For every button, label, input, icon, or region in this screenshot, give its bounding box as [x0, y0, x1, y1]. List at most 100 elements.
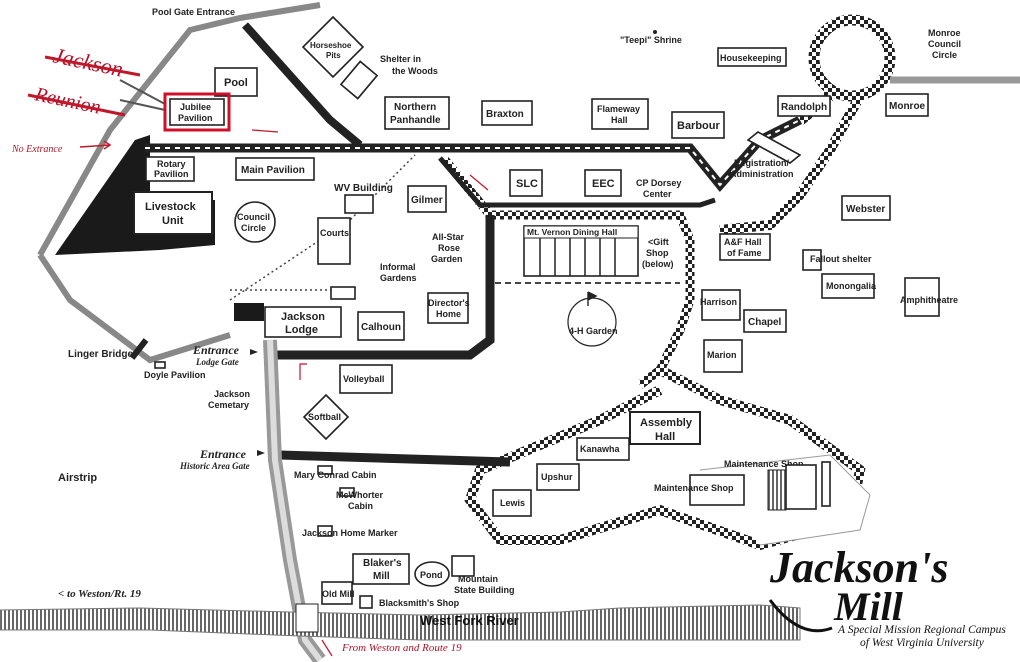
entrance-lodge-arrow	[250, 349, 258, 355]
allstar-label-3: Garden	[431, 254, 463, 264]
chapel-building	[743, 309, 787, 333]
directors-label-2: Home	[436, 309, 461, 319]
pool-gate-label: Pool Gate Entrance	[152, 7, 235, 17]
monroe-council-label-1: Monroe	[928, 28, 961, 38]
softball-field	[302, 393, 350, 441]
mountain-label-1: Mountain	[458, 574, 498, 584]
gilmer-label: Gilmer	[411, 195, 443, 206]
entrance-lodge-sub: Lodge Gate	[195, 357, 239, 367]
mt-vernon-wings	[539, 238, 616, 276]
upshur-building	[536, 463, 580, 491]
registration-label-1: Registration/	[734, 158, 790, 168]
jackson-lodge-label-1: Jackson	[281, 311, 325, 323]
entrance-historic-label: Entrance	[199, 447, 247, 461]
assembly-hall-building	[629, 411, 701, 445]
informal-label-1: Informal	[380, 262, 416, 272]
jubilee-label-1: Jubilee	[180, 102, 211, 112]
main-pavilion-label: Main Pavilion	[241, 165, 305, 176]
flameway-label-1: Flameway	[597, 104, 640, 114]
rotary-label-1: Rotary	[157, 159, 186, 169]
jubilee-pavilion-building	[169, 98, 225, 126]
blakers-label-2: Mill	[373, 571, 390, 582]
randolph-label: Randolph	[781, 102, 827, 113]
allstar-label-1: All-Star	[432, 232, 465, 242]
jackson-lodge-building	[264, 306, 342, 338]
title-swash	[768, 599, 833, 633]
housekeeping-label: Housekeeping	[720, 53, 782, 63]
chapel-label: Chapel	[748, 317, 782, 328]
title-line-2: Mill	[833, 584, 904, 629]
pool-building	[214, 67, 258, 97]
jubilee-label-2: Pavilion	[178, 113, 213, 123]
housekeeping-building	[717, 47, 787, 67]
monongalia-building	[821, 273, 875, 299]
rotary-pavilion-building	[145, 156, 195, 182]
af-hall-label-2: of Fame	[727, 248, 762, 258]
mcwhorter-cabin	[339, 487, 355, 497]
harrison-label: Harrison	[700, 297, 737, 307]
handwritten-jackson: Jackson	[51, 42, 126, 81]
title-block: Jackson's Mill A Special Mission Regiona…	[768, 543, 1006, 649]
from-weston-note: From Weston and Route 19	[341, 642, 462, 654]
river: West Fork River	[0, 603, 801, 641]
livestock-unit-building	[133, 191, 213, 235]
handwritten-reunion: Reunion	[32, 83, 103, 119]
gift-shop-label-2: Shop	[646, 248, 669, 258]
braxton-building	[481, 100, 533, 126]
calhoun-label: Calhoun	[361, 322, 401, 333]
main-pavilion-building	[235, 157, 315, 181]
maint-shed-1	[785, 464, 817, 510]
volleyball-building	[339, 364, 393, 394]
map-labels: Pool Gate Entrance Pool Jubilee Pavilion…	[58, 7, 961, 609]
jackson-cem-label-1: Jackson	[214, 389, 250, 399]
lewis-building	[492, 489, 532, 517]
fallout-label: Fallout shelter	[810, 254, 872, 264]
wv-building	[344, 194, 374, 214]
monongalia-label: Monongalia	[826, 281, 877, 291]
volleyball-label: Volleyball	[343, 374, 384, 384]
mary-conrad-label: Mary Conrad Cabin	[294, 470, 377, 480]
rotary-label-2: Pavilion	[154, 169, 189, 179]
kanawha-label: Kanawha	[580, 444, 621, 454]
mary-conrad-cabin	[317, 465, 333, 475]
doyle-pavilion-building	[154, 361, 166, 369]
shelter-label-2: the Woods	[392, 66, 438, 76]
teepi-shrine-marker	[653, 30, 657, 34]
cp-dorsey-label-2: Center	[643, 189, 672, 199]
courts-annex	[330, 286, 356, 300]
northern-panhandle-building	[384, 96, 450, 130]
monroe-council-label-3: Circle	[932, 50, 957, 60]
flameway-hall-building	[591, 98, 649, 130]
doyle-label: Doyle Pavilion	[144, 370, 206, 380]
horseshoe-label-2: Pits	[326, 51, 341, 60]
softball-label: Softball	[308, 412, 341, 422]
maint-yard	[767, 469, 787, 511]
jackson-lodge-label-2: Lodge	[285, 324, 318, 336]
entrance-historic-arrow	[257, 450, 265, 456]
teepi-shrine-label: "Teepi" Shrine	[620, 35, 682, 45]
council-circle-marker	[234, 201, 276, 243]
bridge	[295, 603, 319, 633]
horseshoe-pits-building	[301, 15, 365, 79]
old-mill-building	[321, 581, 353, 605]
council-label-2: Circle	[241, 223, 266, 233]
northern-label-2: Panhandle	[390, 115, 441, 126]
old-mill-label: Old Mill	[322, 589, 355, 599]
slc-label: SLC	[516, 178, 538, 190]
blacksmith-building	[359, 595, 373, 609]
assembly-label-2: Hall	[655, 431, 675, 443]
courts-label: Courts	[320, 228, 349, 238]
barbour-label: Barbour	[677, 120, 721, 132]
subtitle-line-1: A Special Mission Regional Campus	[837, 624, 1006, 636]
kanawha-building	[576, 437, 630, 461]
river-label: West Fork River	[420, 613, 519, 628]
allstar-label-2: Rose	[438, 243, 460, 253]
jackson-cem-label-2: Cemetary	[208, 400, 249, 410]
mcwhorter-label-1: McWhorter	[336, 490, 383, 500]
slc-building	[509, 169, 543, 197]
blakers-label-1: Blaker's	[363, 558, 402, 569]
livestock-label-2: Unit	[162, 215, 184, 227]
pond	[414, 561, 450, 587]
wv-building-label: WV Building	[334, 183, 393, 194]
marion-label: Marion	[707, 350, 737, 360]
